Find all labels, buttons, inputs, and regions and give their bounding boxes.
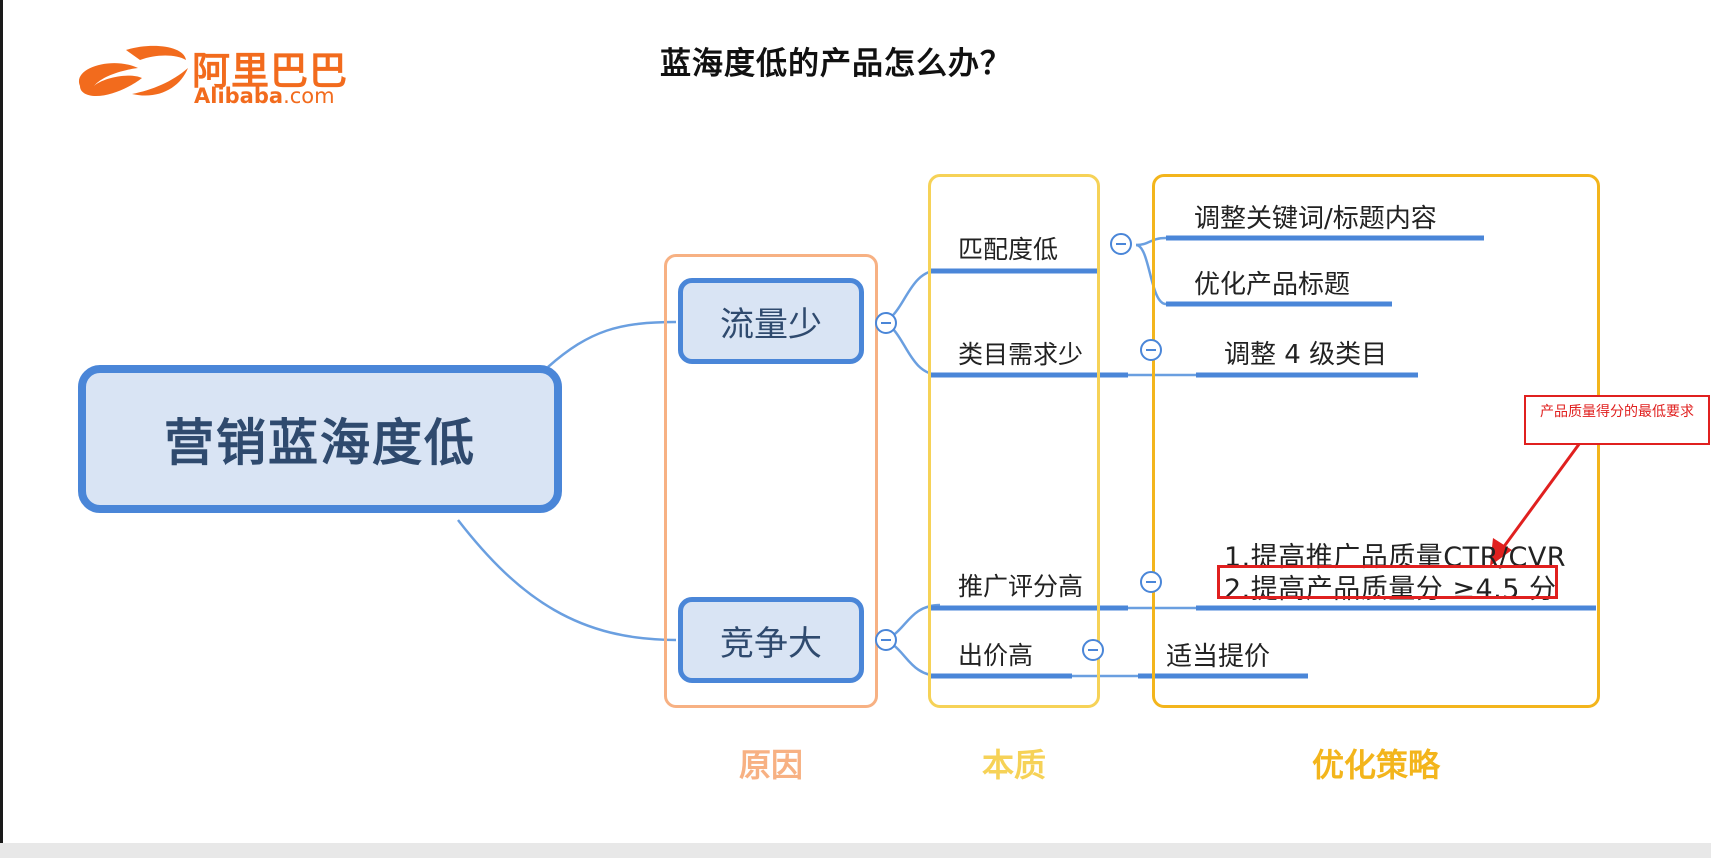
logo-english-text: Alibaba.com xyxy=(194,84,335,108)
annotation-callout: 产品质量得分的最低要求 xyxy=(1524,395,1710,445)
collapse-toggle-competition[interactable] xyxy=(875,629,897,651)
collapse-toggle-match[interactable] xyxy=(1110,233,1132,255)
essence-category-low: 类目需求少 xyxy=(958,340,1084,369)
cause-node-competition: 竞争大 xyxy=(678,597,864,683)
collapse-toggle-category[interactable] xyxy=(1140,339,1162,361)
connector-root-traffic xyxy=(547,320,677,368)
strategy-adjust-keywords: 调整关键词/标题内容 xyxy=(1194,204,1437,234)
cause-group-box xyxy=(664,254,878,708)
group-label-cause: 原因 xyxy=(739,746,804,784)
alibaba-logo-icon xyxy=(78,45,188,96)
annotation-arrow-line xyxy=(1498,435,1587,553)
connector-root-competition xyxy=(457,519,677,642)
collapse-toggle-bid[interactable] xyxy=(1082,639,1104,661)
logo-chinese-text: 阿里巴巴 xyxy=(192,49,349,93)
collapse-toggle-traffic[interactable] xyxy=(875,312,897,334)
annotation-highlight-box xyxy=(1217,565,1558,599)
strategy-improve-quality-score: 2.提高产品质量分 ≥4.5 分 xyxy=(1224,574,1557,605)
group-label-strategy: 优化策略 xyxy=(1312,746,1441,784)
essence-group-box xyxy=(928,174,1100,708)
strategy-raise-bid: 适当提价 xyxy=(1166,642,1271,672)
essence-bid-high: 出价高 xyxy=(958,641,1034,670)
strategy-adjust-category: 调整 4 级类目 xyxy=(1224,340,1388,370)
collapse-toggle-score[interactable] xyxy=(1140,571,1162,593)
strategy-optimize-title: 优化产品标题 xyxy=(1194,270,1351,300)
connector-match-title xyxy=(1135,243,1167,306)
page-title: 蓝海度低的产品怎么办？ xyxy=(660,46,1012,82)
page-left-border xyxy=(0,0,3,858)
essence-match-low: 匹配度低 xyxy=(958,235,1059,264)
alibaba-logo: 阿里巴巴 Alibaba.com xyxy=(72,38,352,108)
cause-node-traffic: 流量少 xyxy=(678,278,864,364)
logo-en-dotcom: .com xyxy=(283,84,335,108)
root-node: 营销蓝海度低 xyxy=(78,365,562,513)
bottom-bar xyxy=(0,843,1711,858)
essence-score-high: 推广评分高 xyxy=(958,572,1084,601)
logo-en-name: Alibaba xyxy=(194,84,284,108)
annotation-arrow-head xyxy=(1490,538,1512,566)
group-label-essence: 本质 xyxy=(982,746,1047,784)
